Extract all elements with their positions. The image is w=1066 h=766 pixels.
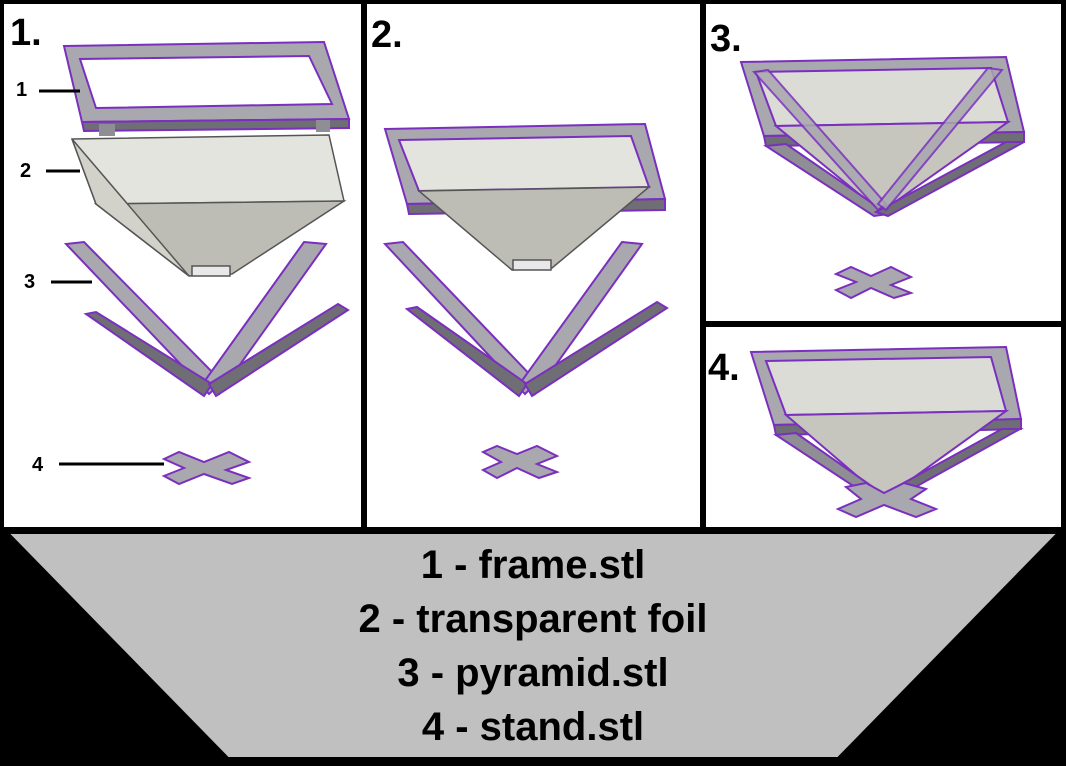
legend-item-stand: 4 - stand.stl <box>421 705 645 749</box>
panel-step-2: 2. <box>367 4 700 527</box>
assembled-hologram-illustration <box>749 345 1024 519</box>
foil-part <box>416 186 652 271</box>
pyramid-assembly <box>739 55 1026 218</box>
callout-lines <box>39 89 164 466</box>
exploded-assembly-illustration <box>39 40 351 486</box>
panel-step-3: 3. <box>706 4 1061 321</box>
legend-item-foil: 2 - transparent foil <box>358 597 708 641</box>
pyramid-part <box>63 240 350 398</box>
stand-part <box>480 444 560 480</box>
callout-label-1: 1 <box>16 79 28 101</box>
callout-label-4: 4 <box>32 454 44 476</box>
parts-legend: 1 - frame.stl 2 - transparent foil 3 - p… <box>0 527 1066 766</box>
frame-part <box>62 40 351 136</box>
legend-item-pyramid: 3 - pyramid.stl <box>397 651 669 695</box>
step-number: 3. <box>710 18 742 60</box>
frame-on-pyramid-illustration <box>739 55 1026 300</box>
step-number: 1. <box>10 12 42 54</box>
stand-part <box>161 450 253 486</box>
stand-part <box>833 265 915 300</box>
callout-label-2: 2 <box>20 160 32 182</box>
pyramid-assembly <box>749 345 1024 503</box>
stand-part <box>835 481 939 519</box>
legend-item-frame: 1 - frame.stl <box>420 543 646 587</box>
panel-step-1: 1. <box>4 4 361 527</box>
frame-with-foil-illustration <box>382 122 669 480</box>
foil-part <box>70 134 347 277</box>
callout-label-3: 3 <box>24 271 36 293</box>
panel-step-4: 4. <box>706 327 1061 527</box>
step-number: 2. <box>371 14 403 56</box>
pyramid-part <box>382 240 669 398</box>
step-number: 4. <box>708 347 740 389</box>
